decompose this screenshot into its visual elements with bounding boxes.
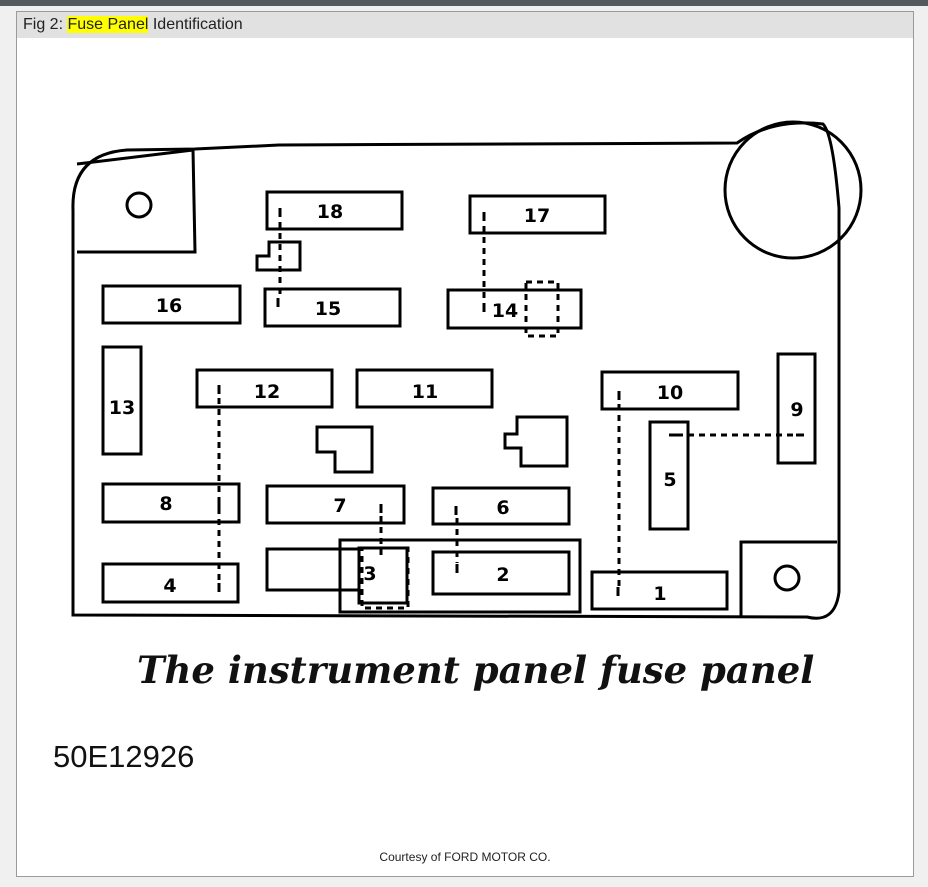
fuse-6-box: [431, 486, 571, 526]
fuse-11-label: 11: [412, 381, 438, 403]
fuse-2-label: 2: [496, 564, 509, 586]
fuse-18-box: [265, 190, 404, 231]
connector-block-right: [503, 415, 569, 468]
connector-block-left: [315, 425, 374, 474]
mount-plate-bottom-right: [739, 540, 837, 617]
mount-hole-top-left: [125, 191, 153, 219]
fuse-3-label: 3: [363, 563, 376, 585]
fuse-15-box: [263, 287, 402, 328]
fuse-5-label: 5: [663, 469, 676, 491]
connector-block-upper: [255, 240, 302, 272]
courtesy-note: Courtesy of FORD MOTOR CO.: [379, 850, 551, 864]
fuse-14-label: 14: [492, 300, 518, 322]
mount-hole-bottom-right: [773, 564, 801, 592]
fuse-7-box: [265, 484, 406, 525]
fuse-13-label: 13: [109, 397, 135, 419]
jumper-3-loop: [360, 546, 410, 610]
fuse-12-label: 12: [254, 381, 280, 403]
fuse-10-box: [600, 370, 740, 411]
fuse-5-box: [648, 420, 690, 531]
mount-plate-top-left: [76, 148, 197, 254]
caption-prefix: Fig 2:: [23, 16, 68, 33]
fuse-3-housing: [265, 547, 361, 592]
fuse-16-label: 16: [156, 295, 182, 317]
fuse-7-label: 7: [333, 495, 346, 517]
window-top-strip: [0, 0, 928, 6]
figure-frame: Fig 2: Fuse Panel Identification: [16, 11, 914, 877]
jumper-14-loop: [524, 280, 560, 338]
caption-highlight: Fuse Panel: [67, 16, 149, 33]
fuse-17-label: 17: [524, 205, 550, 227]
fuse-8-label: 8: [159, 493, 172, 515]
fuse-2-box: [431, 550, 571, 596]
panel-outline: [71, 121, 841, 620]
fuse-12-box: [195, 368, 334, 409]
fuse-13-box: [101, 345, 143, 456]
fuse-4-label: 4: [163, 575, 176, 597]
fuse-8-box: [101, 482, 241, 524]
fuse-1-box: [590, 570, 729, 611]
fuse-15-label: 15: [315, 298, 341, 320]
fuse-18-label: 18: [317, 201, 343, 223]
relay-frame: [338, 538, 582, 614]
fuse-11-box: [355, 368, 494, 409]
fuse-1-label: 1: [653, 583, 666, 605]
fuse-16-box: [101, 284, 242, 325]
figure-caption: Fig 2: Fuse Panel Identification: [17, 12, 913, 38]
fuse-6-label: 6: [496, 497, 509, 519]
caption-suffix: Identification: [148, 16, 243, 33]
fuse-panel-diagram: 1 2 3 4 5 6 7 8 9 10 11 12 13 14 15 16 1…: [71, 120, 863, 620]
fuse-17-box: [468, 194, 607, 235]
reference-code: 50E12926: [53, 739, 195, 774]
round-connector: [723, 120, 863, 260]
diagram-title: The instrument panel fuse panel: [137, 648, 815, 692]
fuse-10-label: 10: [657, 382, 683, 404]
fuse-14-box: [446, 288, 583, 330]
fuse-9-label: 9: [790, 399, 803, 421]
fuse-4-box: [101, 562, 240, 604]
fuse-9-box: [776, 352, 817, 465]
